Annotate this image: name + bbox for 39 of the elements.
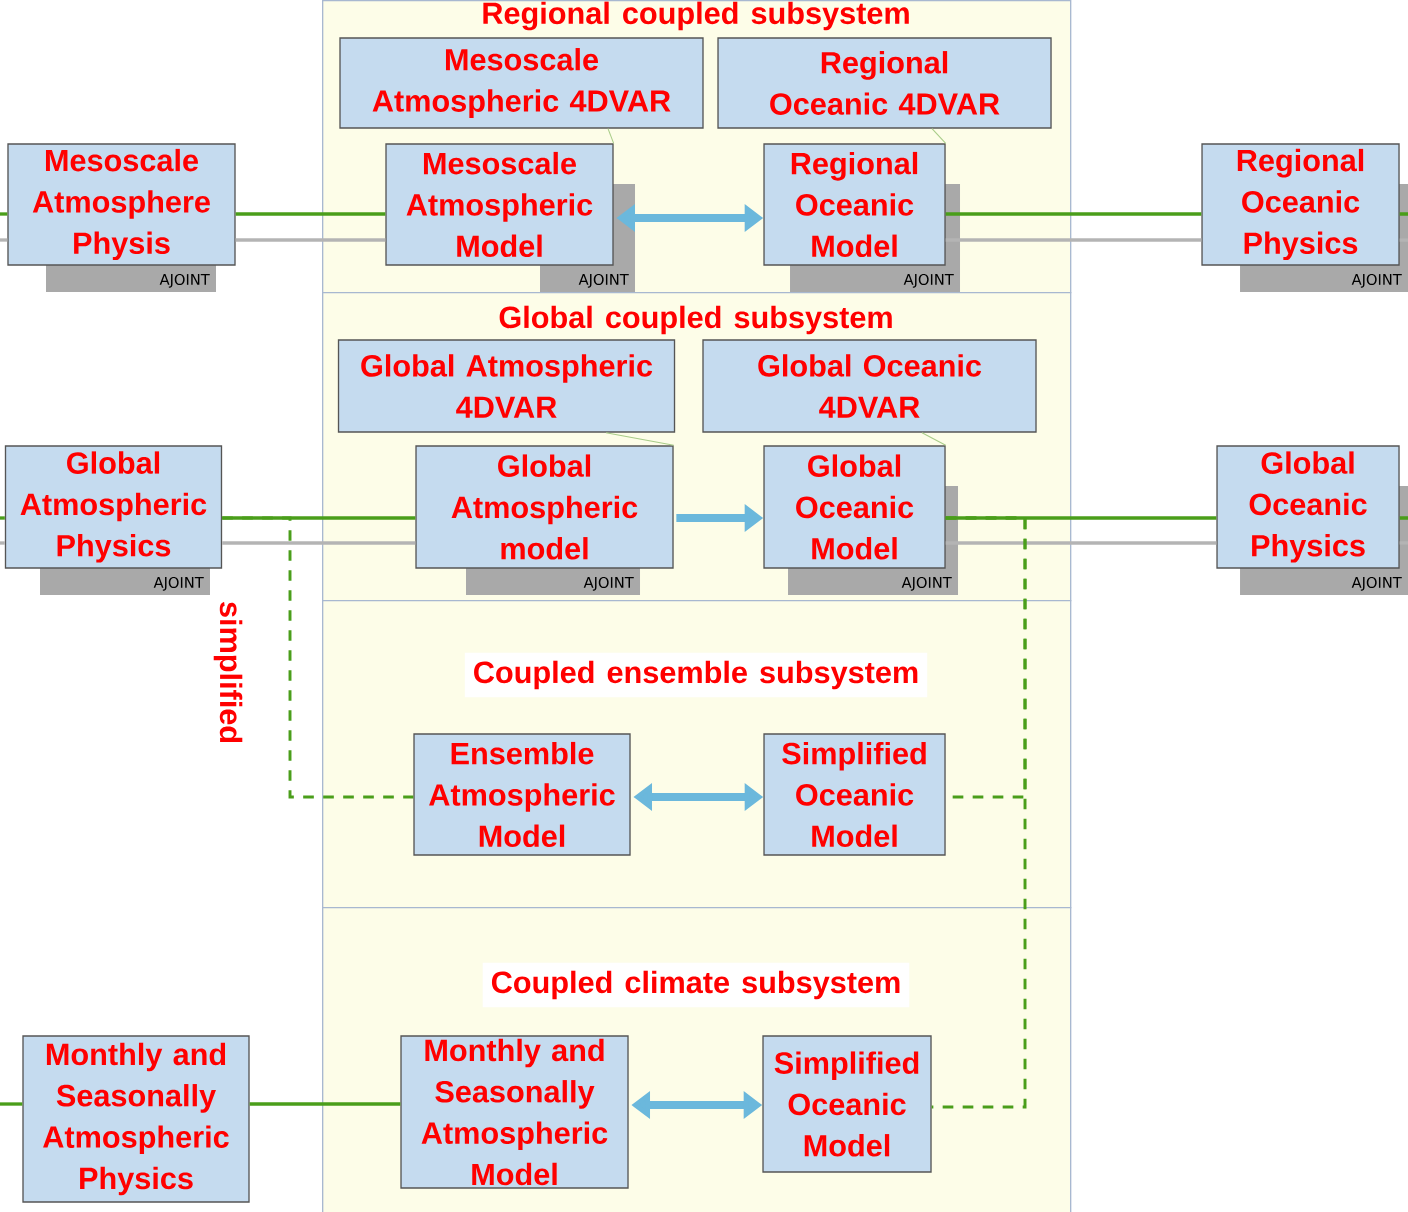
connector-line [945,541,1217,545]
connector-line [1399,212,1408,216]
model-box: Regional Oceanic Physics [1201,143,1400,266]
model-box: Regional Oceanic Model [763,143,946,266]
connector-line [222,541,416,545]
model-box: Mesoscale Atmospheric Model [385,143,614,266]
connector-line [235,212,386,216]
model-box: Mesoscale Atmosphere Physis [7,143,236,266]
leader-line [931,128,947,144]
dashed-connector [931,516,1027,1109]
model-box: Simplified Oceanic Model [762,1035,932,1173]
edge-label: simplified [213,602,243,743]
model-box: Monthly and Seasonally Atmospheric Model [400,1035,629,1189]
connector-line [249,1102,401,1106]
connector-line [945,516,1217,520]
model-box: Ensemble Atmospheric Model [413,733,631,856]
model-box: Regional Oceanic 4DVAR [717,37,1052,129]
model-box: Monthly and Seasonally Atmospheric Physics [22,1035,250,1203]
model-box: Global Oceanic Physics [1216,445,1400,569]
connector-line [0,541,5,545]
model-box: Global Atmospheric Physics [4,445,223,569]
connector-line [1399,516,1408,520]
model-box: Mesoscale Atmospheric 4DVAR [339,37,704,129]
model-box: Global Oceanic Model [763,445,946,569]
model-box: Global Atmospheric 4DVAR [337,339,676,433]
connector-line [222,516,416,520]
dashed-connector [222,516,414,799]
connector-line [0,516,5,520]
connector-line [0,1102,23,1106]
connector-line [945,212,1202,216]
connector-line [235,238,386,242]
model-box: Simplified Oceanic Model [763,733,946,856]
leader-line [921,432,947,446]
leader-line [607,128,615,144]
connector-line [0,238,8,242]
connector-line [945,238,1202,242]
connector-line [0,212,8,216]
model-box: Global Oceanic 4DVAR [702,339,1037,433]
model-box: Global Atmospheric model [415,445,674,569]
